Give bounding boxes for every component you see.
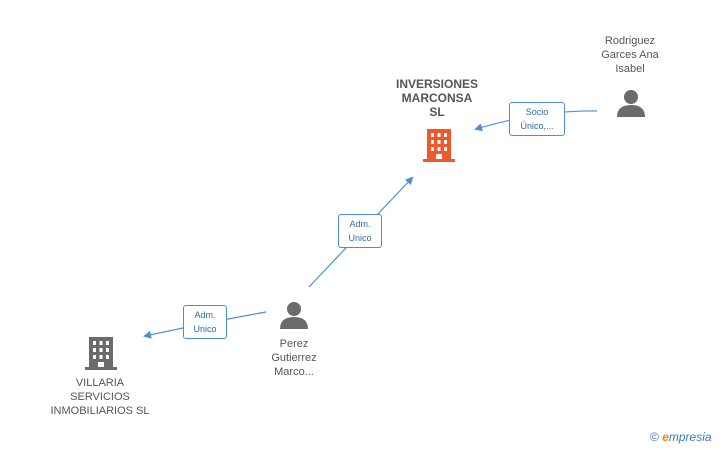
company-villaria-name[interactable]: VILLARIA SERVICIOS INMOBILIARIOS SL <box>40 376 160 418</box>
person-name-line: Rodriguez <box>604 35 656 47</box>
edge-label-line: Unico <box>348 233 372 243</box>
edge-label-line: Unico <box>193 324 217 334</box>
edge-label-line: Adm. <box>349 219 371 229</box>
edge-label-adm-villaria[interactable]: Adm. Unico <box>183 305 227 339</box>
company-name-line: VILLARIA <box>75 377 125 389</box>
edge-label-line: Único,... <box>520 121 554 131</box>
person-name-line: Isabel <box>615 63 645 75</box>
main-company-name-line: SL <box>429 105 445 119</box>
copyright-symbol: © <box>650 430 659 444</box>
edge-label-line: Adm. <box>194 310 216 320</box>
person-icon[interactable] <box>279 300 309 330</box>
edge-label-socio[interactable]: Socio Único,... <box>509 102 565 136</box>
person-perez-name[interactable]: Perez Gutierrez Marco... <box>244 337 344 379</box>
main-company-name[interactable]: INVERSIONES MARCONSA SL <box>385 77 489 119</box>
building-icon[interactable] <box>85 335 117 371</box>
person-name-line: Gutierrez <box>271 352 317 364</box>
brand-e: e <box>662 430 669 444</box>
brand-name: mpresia <box>668 430 712 444</box>
main-company-name-line: MARCONSA <box>401 91 473 105</box>
person-icon[interactable] <box>616 88 646 118</box>
company-name-line: SERVICIOS <box>70 391 130 403</box>
person-name-line: Marco... <box>274 366 314 378</box>
edge-label-adm-main[interactable]: Adm. Unico <box>338 214 382 248</box>
person-name-line: Perez <box>279 338 309 350</box>
main-company-name-line: INVERSIONES <box>395 77 479 91</box>
building-icon[interactable] <box>423 127 455 163</box>
person-name-line: Garces Ana <box>601 49 659 61</box>
edge-label-line: Socio <box>525 107 549 117</box>
company-name-line: INMOBILIARIOS SL <box>50 405 150 417</box>
person-rodriguez-name[interactable]: Rodriguez Garces Ana Isabel <box>580 34 680 76</box>
empresia-logo: © empresia <box>650 430 712 444</box>
